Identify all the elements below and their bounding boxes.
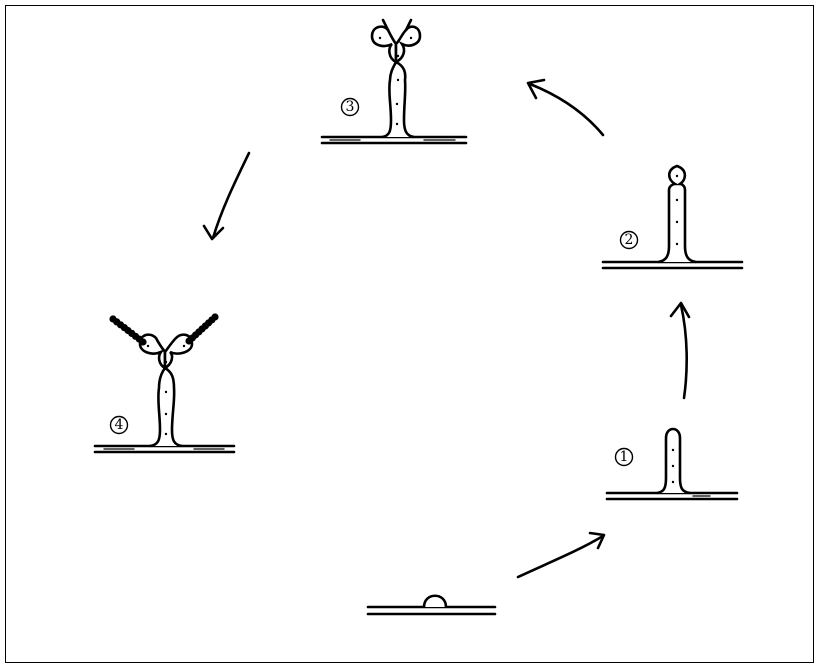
stage-2-number: 2 — [625, 232, 634, 248]
bump-shape — [422, 594, 448, 608]
stage-4-beaded-arms: 4 — [93, 313, 236, 454]
stage-1-number: 1 — [620, 449, 629, 465]
stage-1-protrusion: 1 — [605, 427, 739, 501]
protrusion-shape — [656, 427, 691, 495]
left-lobe — [370, 25, 398, 65]
dot — [378, 36, 382, 40]
stage-1-number-badge — [614, 447, 634, 467]
dot — [182, 344, 186, 348]
stage-2-number-badge — [619, 230, 639, 250]
dot — [675, 174, 679, 178]
dot — [396, 78, 400, 82]
dot — [671, 464, 675, 468]
stage-3-bifurcated: 3 — [320, 18, 468, 145]
left-beaded-arm — [109, 315, 147, 346]
stage-3-number-badge — [340, 97, 360, 117]
bead — [185, 337, 193, 345]
right-lobe — [394, 25, 422, 65]
dot — [675, 198, 679, 202]
stalk-shape — [657, 164, 697, 264]
stage-2-stalk: 2 — [601, 164, 744, 270]
stage-3-number: 3 — [346, 99, 355, 115]
stage-4-number-badge — [109, 415, 129, 435]
dot — [395, 122, 399, 126]
diagram-frame — [5, 5, 814, 663]
dot — [671, 448, 675, 452]
dot — [164, 390, 168, 394]
dot — [164, 432, 168, 436]
arrow-stage2-to-stage3 — [526, 78, 605, 137]
dot — [675, 242, 679, 246]
bead — [139, 338, 147, 346]
right-lobe — [163, 333, 194, 371]
dot — [396, 54, 400, 58]
stage-4-number: 4 — [115, 417, 124, 433]
lobe-tips — [381, 18, 413, 32]
arrow-stage3-to-stage4 — [202, 151, 251, 241]
stage-0-bump — [366, 594, 497, 616]
dot — [671, 480, 675, 484]
dot — [146, 344, 150, 348]
dot — [395, 102, 399, 106]
dot — [164, 360, 168, 364]
arrow-stage1-to-stage2 — [669, 301, 691, 400]
arrow-stage0-to-stage1 — [516, 531, 606, 579]
stem-shape — [381, 60, 415, 139]
right-beaded-arm — [185, 313, 219, 345]
dot — [675, 220, 679, 224]
dot — [164, 412, 168, 416]
dot — [409, 36, 413, 40]
